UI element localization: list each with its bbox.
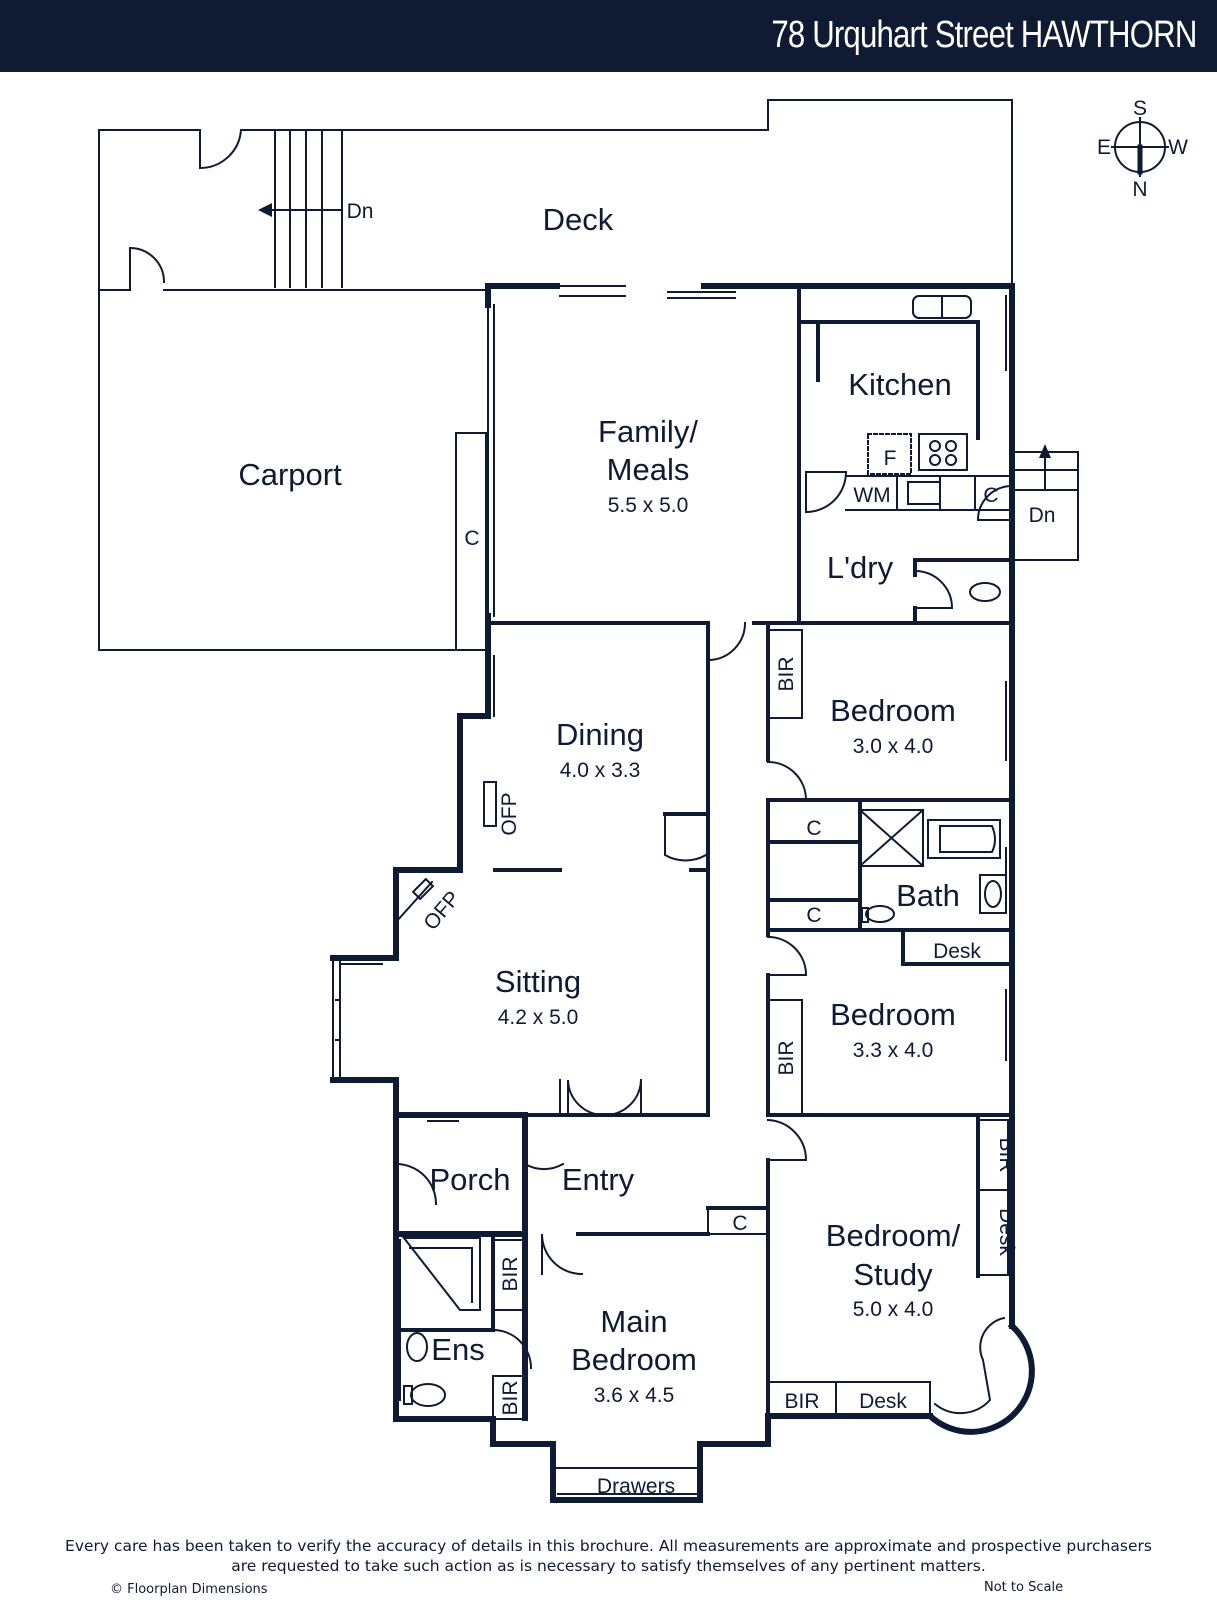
compass-north-label: N bbox=[1132, 178, 1147, 201]
laundry-label: L'dry bbox=[827, 550, 894, 585]
side-stairs-arrow-icon bbox=[1039, 444, 1051, 458]
study-label-line1: Bedroom/ bbox=[826, 1218, 961, 1253]
bedroom-2-label: Bedroom bbox=[830, 997, 956, 1032]
family-meals-label-line1: Family/ bbox=[598, 414, 698, 449]
bedroom-1-dimensions: 3.0 x 4.0 bbox=[853, 735, 934, 758]
disclaimer: Every care has been taken to verify the … bbox=[0, 1536, 1217, 1576]
hall-cupboard-2-label: C bbox=[806, 904, 821, 927]
bath-label: Bath bbox=[896, 878, 960, 913]
disclaimer-line-1: Every care has been taken to verify the … bbox=[65, 1537, 1152, 1555]
property-address-title: 78 Urquhart Street HAWTHORN bbox=[771, 14, 1198, 56]
entry-cupboard-label: C bbox=[732, 1212, 747, 1235]
family-meals-dimensions: 5.5 x 5.0 bbox=[608, 494, 689, 517]
washing-machine-label: WM bbox=[853, 484, 890, 507]
main-bedroom-label-line2: Bedroom bbox=[571, 1342, 697, 1377]
sitting-dimensions: 4.2 x 5.0 bbox=[498, 1006, 579, 1029]
compass-west-label: W bbox=[1168, 136, 1188, 159]
drawers-label: Drawers bbox=[597, 1475, 675, 1498]
study-bir-bottom-label: BIR bbox=[784, 1390, 819, 1413]
side-stairs-dn-label: Dn bbox=[1029, 504, 1056, 527]
study-bir-label: BIR bbox=[995, 1137, 1018, 1172]
main-bedroom-dimensions: 3.6 x 4.5 bbox=[594, 1384, 675, 1407]
main-bedroom-bir-lower-label: BIR bbox=[499, 1380, 522, 1415]
carport-cupboard-label: C bbox=[464, 527, 479, 550]
disclaimer-line-2: are requested to take such action as is … bbox=[231, 1557, 986, 1575]
bedroom-2-desk-label: Desk bbox=[933, 940, 981, 963]
carport-label: Carport bbox=[238, 457, 342, 492]
bedroom-2-dimensions: 3.3 x 4.0 bbox=[853, 1039, 934, 1062]
dining-ofp-label: OFP bbox=[498, 792, 521, 835]
sitting-label: Sitting bbox=[495, 964, 581, 999]
deck-label: Deck bbox=[543, 202, 614, 237]
family-meals-label-line2: Meals bbox=[607, 452, 690, 487]
study-desk-side-label: Desk bbox=[995, 1208, 1018, 1256]
bedroom-1-label: Bedroom bbox=[830, 693, 956, 728]
carport-outline bbox=[98, 289, 487, 651]
deck-stairs bbox=[269, 129, 343, 288]
bedroom-1-bir-label: BIR bbox=[775, 656, 798, 691]
bedroom-2-bir-label: BIR bbox=[775, 1040, 798, 1075]
doors bbox=[395, 470, 1014, 1370]
main-bedroom-label-line1: Main bbox=[600, 1304, 667, 1339]
study-label-line2: Study bbox=[853, 1257, 933, 1292]
kitchen-fixtures bbox=[845, 295, 1013, 602]
ensuite-fixtures bbox=[401, 1237, 481, 1407]
fridge-label: F bbox=[884, 447, 897, 470]
compass-east-label: E bbox=[1097, 136, 1111, 159]
entry-label: Entry bbox=[562, 1162, 635, 1197]
deck-outline bbox=[98, 99, 1013, 291]
cupboards bbox=[394, 629, 1009, 1501]
kitchen-label: Kitchen bbox=[848, 367, 951, 402]
study-dimensions: 5.0 x 4.0 bbox=[853, 1298, 934, 1321]
bay-window bbox=[332, 957, 383, 1081]
compass-south-label: S bbox=[1133, 97, 1147, 120]
dining-dimensions: 4.0 x 3.3 bbox=[560, 759, 641, 782]
hall-cupboard-1-label: C bbox=[806, 817, 821, 840]
main-bedroom-bir-upper-label: BIR bbox=[499, 1256, 522, 1291]
laundry-cupboard-label: C bbox=[983, 484, 998, 507]
dining-label: Dining bbox=[556, 717, 644, 752]
copyright-credit: © Floorplan Dimensions bbox=[110, 1582, 268, 1597]
porch-label: Porch bbox=[430, 1162, 511, 1197]
compass-icon bbox=[1111, 117, 1169, 177]
study-bay bbox=[933, 1316, 1006, 1415]
deck-stairs-dn-label: Dn bbox=[347, 200, 374, 223]
bath-fixtures bbox=[858, 808, 1007, 923]
header-bar: 78 Urquhart Street HAWTHORN bbox=[0, 0, 1217, 72]
stairs-down-arrow-icon bbox=[258, 203, 272, 217]
study-desk-bottom-label: Desk bbox=[859, 1390, 907, 1413]
ensuite-label: Ens bbox=[431, 1332, 484, 1367]
scale-note: Not to Scale bbox=[984, 1580, 1064, 1595]
